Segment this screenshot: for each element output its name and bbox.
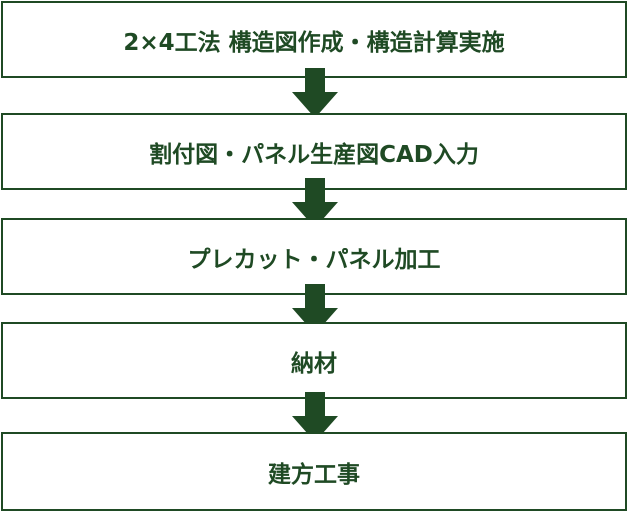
step-structural-design: 2×4工法 構造図作成・構造計算実施 [1, 1, 627, 78]
arrow-down-icon [292, 392, 338, 442]
arrow-down-icon [292, 178, 338, 228]
step-label: 2×4工法 構造図作成・構造計算実施 [123, 29, 505, 56]
step-cad-input: 割付図・パネル生産図CAD入力 [1, 113, 627, 190]
step-label: 建方工事 [268, 461, 360, 488]
step-precut-panel: プレカット・パネル加工 [1, 218, 627, 295]
step-delivery: 納材 [1, 322, 627, 399]
step-construction: 建方工事 [1, 432, 627, 511]
arrow-down-icon [292, 68, 338, 118]
arrow-down-icon [292, 284, 338, 334]
step-label: 納材 [291, 350, 337, 377]
step-label: 割付図・パネル生産図CAD入力 [149, 141, 479, 168]
step-label: プレカット・パネル加工 [187, 246, 441, 273]
